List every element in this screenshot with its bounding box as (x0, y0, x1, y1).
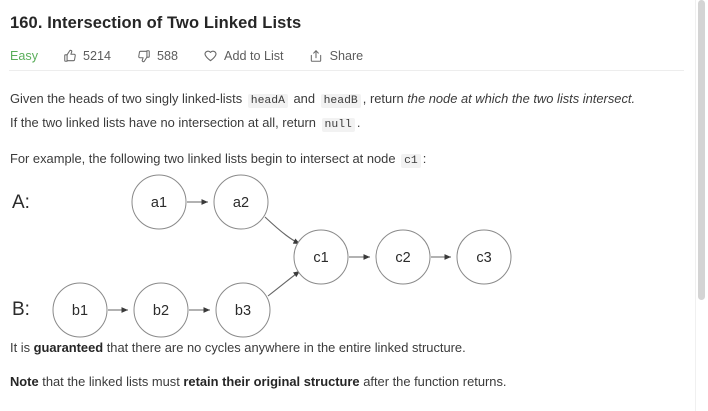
node-label-c2: c2 (395, 250, 410, 266)
diagram-nodes (52, 174, 512, 338)
node-label-a1: a1 (151, 195, 167, 211)
dislike-button[interactable]: 588 (136, 49, 178, 64)
p4-bold-note: Note (10, 374, 39, 389)
p1-text-3: , return (362, 91, 408, 106)
vertical-scrollbar[interactable] (695, 0, 708, 411)
dislike-count: 588 (157, 49, 179, 63)
p3-text-1: It is (10, 340, 34, 355)
node-label-c3: c3 (476, 250, 491, 266)
share-icon (309, 49, 324, 64)
p3-text-2: that there are no cycles anywhere in the… (103, 340, 466, 355)
like-button[interactable]: 5214 (62, 49, 111, 64)
p4-text-1: that the linked lists must (38, 374, 184, 389)
p4-bold-structure: retain their original structure (183, 374, 360, 389)
node-c2 (375, 229, 431, 285)
diagram-svg: a1 a2 c1 c2 c3 b1 b2 b3 (52, 174, 512, 338)
node-b1 (52, 282, 108, 338)
code-headb: headB (320, 94, 361, 108)
p1-line2-text-1: If the two linked lists have no intersec… (10, 115, 320, 130)
node-label-b2: b2 (153, 303, 169, 319)
diagram-node-labels: a1 a2 c1 c2 c3 b1 b2 b3 (72, 195, 492, 319)
page-title: 160. Intersection of Two Linked Lists (10, 14, 302, 32)
node-label-a2: a2 (233, 195, 249, 211)
edge-a2-c1 (264, 216, 301, 245)
p2-text-2: : (422, 151, 427, 166)
description-paragraph-2: For example, the following two linked li… (10, 148, 680, 172)
code-c1: c1 (401, 154, 421, 168)
p3-bold: guaranteed (33, 340, 104, 355)
thumbs-up-icon (62, 49, 77, 64)
scrollbar-thumb[interactable] (698, 0, 705, 300)
add-to-list-label: Add to List (224, 49, 284, 63)
problem-meta-toolbar: Easy 5214 588 (10, 46, 672, 66)
node-a2 (213, 174, 269, 230)
share-button[interactable]: Share (309, 49, 364, 64)
description-paragraph-4: Note that the linked lists must retain t… (10, 371, 680, 392)
description-paragraph-1: Given the heads of two singly linked-lis… (10, 88, 680, 136)
node-c3 (456, 229, 512, 285)
node-label-b3: b3 (235, 303, 251, 319)
code-null: null (321, 118, 355, 132)
p2-text-1: For example, the following two linked li… (10, 151, 400, 166)
code-heada: headA (247, 94, 288, 108)
edge-b3-c1 (267, 270, 301, 297)
difficulty-badge: Easy (10, 49, 38, 63)
node-b3 (215, 282, 271, 338)
p1-text-1: Given the heads of two singly linked-lis… (10, 91, 246, 106)
share-label: Share (329, 49, 364, 63)
heart-icon (203, 49, 218, 64)
p1-text-2: and (289, 91, 319, 106)
diagram-label-b: B: (12, 299, 30, 320)
content-area: 160. Intersection of Two Linked Lists Ea… (10, 14, 672, 66)
diagram-label-a: A: (12, 192, 30, 213)
add-to-list-button[interactable]: Add to List (203, 49, 284, 64)
p4-text-2: after the function returns. (359, 374, 507, 389)
node-label-c1: c1 (313, 250, 328, 266)
p1-line2-text-2: . (356, 115, 361, 130)
header-divider (9, 70, 684, 71)
like-count: 5214 (83, 49, 112, 63)
linked-list-diagram: A: B: (0, 168, 686, 338)
node-a1 (131, 174, 187, 230)
node-label-b1: b1 (72, 303, 88, 319)
description-paragraph-3: It is guaranteed that there are no cycle… (10, 337, 680, 358)
thumbs-down-icon (136, 49, 151, 64)
node-c1 (293, 229, 349, 285)
p1-emphasis: the node at which the two lists intersec… (407, 91, 636, 106)
node-b2 (133, 282, 189, 338)
